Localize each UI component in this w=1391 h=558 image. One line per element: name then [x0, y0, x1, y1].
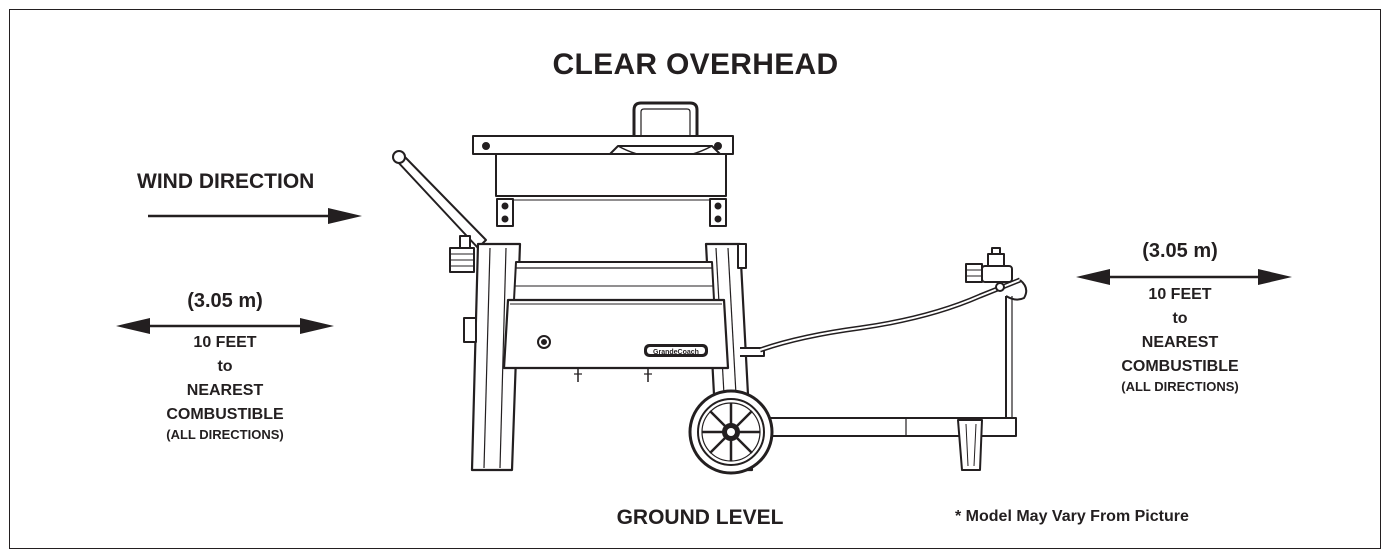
right-clearance-arrow-icon [1076, 269, 1292, 285]
clearance-left-line2: to [217, 358, 233, 375]
grill-cart-illustration [392, 101, 1028, 475]
diagram-border [9, 9, 1381, 549]
clearance-right-line5: (ALL DIRECTIONS) [1121, 379, 1239, 394]
clearance-right-line2: to [1172, 310, 1188, 327]
clearance-left-line5: (ALL DIRECTIONS) [166, 427, 284, 442]
wind-direction-label: WIND DIRECTION [137, 170, 315, 193]
brand-plate-text: GrandeCoach [653, 349, 699, 356]
clearance-left-line3: NEAREST [186, 382, 264, 399]
model-note: * Model May Vary From Picture [955, 508, 1189, 525]
clearance-left-line4: COMBUSTIBLE [166, 406, 284, 423]
left-clearance-arrow-icon [116, 318, 334, 334]
clear-overhead-title: CLEAR OVERHEAD [552, 48, 839, 81]
clearance-right-line3: NEAREST [1141, 334, 1219, 351]
clearance-left: (3.05 m) 10 FEET to NEAREST COMBUSTIBLE … [115, 290, 335, 442]
clearance-right-line4: COMBUSTIBLE [1121, 358, 1239, 375]
ground-level-label: GROUND LEVEL [616, 506, 784, 529]
wind-direction-arrow-icon [148, 208, 362, 224]
clearance-left-line1: 10 FEET [193, 334, 257, 351]
clearance-right-line1: 10 FEET [1148, 286, 1212, 303]
clearance-right: (3.05 m) 10 FEET to NEAREST COMBUSTIBLE … [1070, 240, 1290, 394]
clearance-right-meters: (3.05 m) [1142, 240, 1218, 262]
clearance-left-meters: (3.05 m) [187, 290, 263, 312]
